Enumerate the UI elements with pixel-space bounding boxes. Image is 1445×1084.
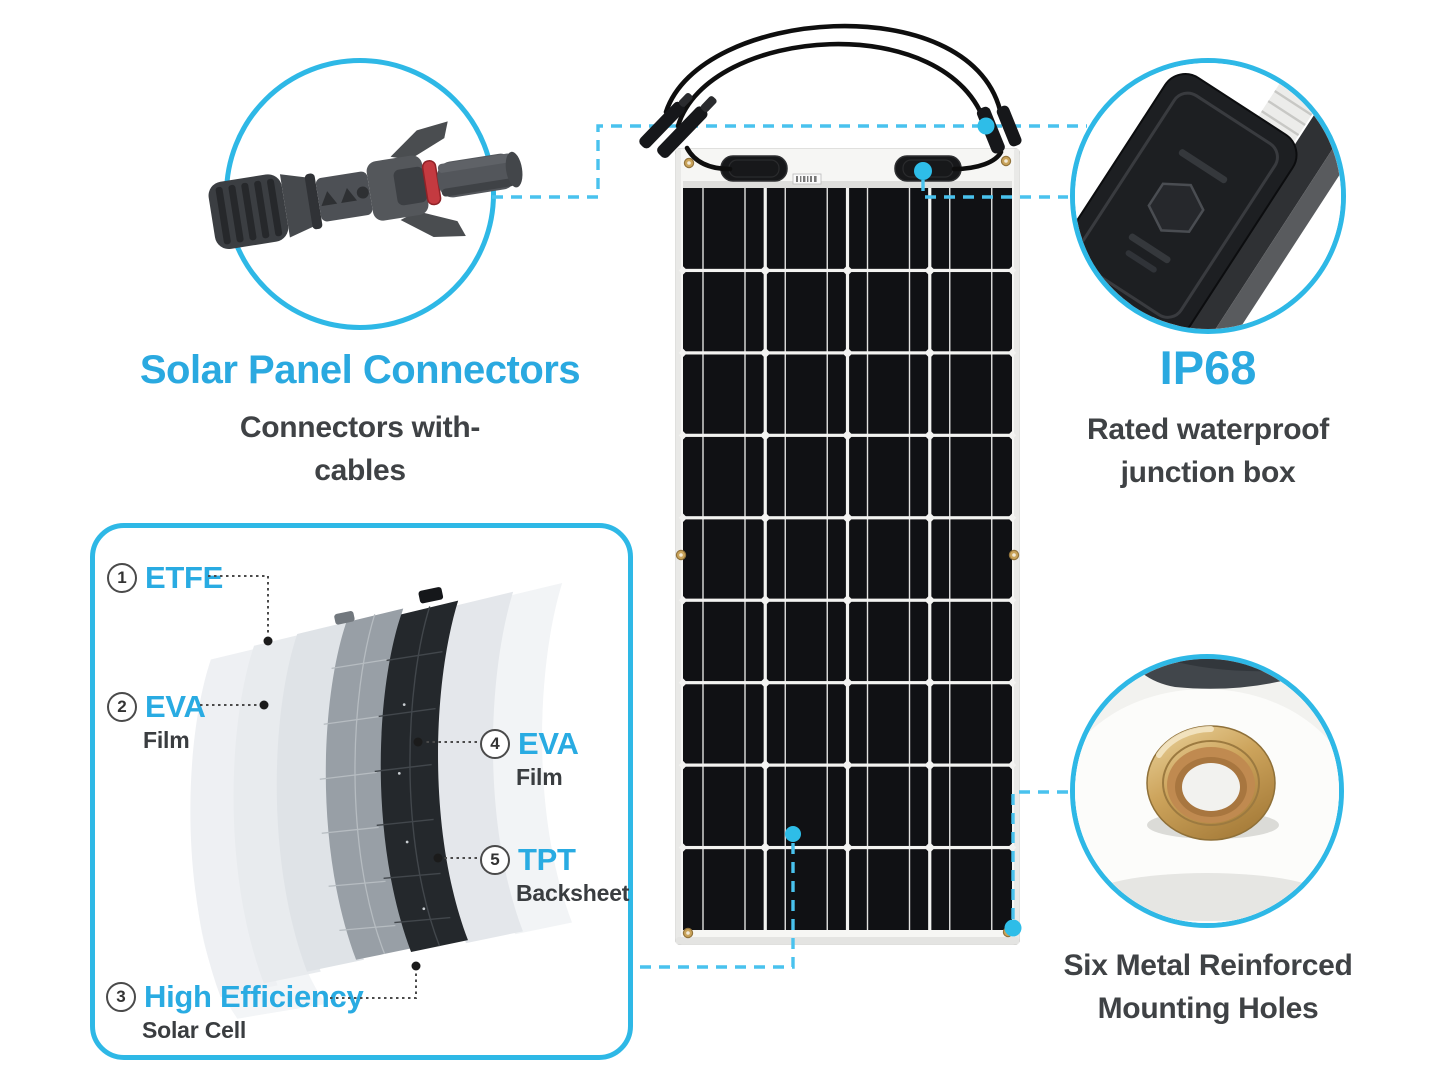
- layer-label-eva-front: 2 EVA Film: [107, 689, 206, 754]
- solar-panel-photo: [675, 148, 1020, 945]
- layer-label-etfe: 1 ETFE: [107, 560, 223, 596]
- leader-solar-cell: [330, 972, 417, 999]
- layer-stack-diagram: [190, 582, 573, 1019]
- callout-dots: [785, 117, 1022, 937]
- mounting-holes-caption: Six Metal Reinforced Mounting Holes: [1063, 949, 1353, 1025]
- dashed-line-junction-box: [921, 180, 1068, 199]
- dashed-line-layers: [635, 843, 795, 969]
- connectors-title: Solar Panel Connectors: [139, 348, 581, 392]
- layer-number-3: 3: [106, 982, 136, 1012]
- dashed-line-mounting-hole: [1011, 790, 1068, 920]
- junction-box-callout-circle: [1070, 58, 1346, 334]
- mc4-connector-photo: [208, 121, 523, 250]
- layer-label-tpt: 5 TPT Backsheet: [480, 842, 629, 907]
- layer-label-solar-cell: 3 High Efficiency Solar Cell: [106, 979, 364, 1044]
- grommet-callout-circle: [1070, 654, 1344, 928]
- leader-etfe: [208, 575, 269, 634]
- barcode-label: [792, 173, 822, 185]
- solar-cables: [663, 23, 1004, 172]
- layer-number-5: 5: [480, 845, 510, 875]
- ip68-subtitle: Rated waterproof junction box: [1087, 413, 1329, 489]
- leader-dots: [259, 636, 443, 971]
- layer-diagram-box: [90, 523, 633, 1060]
- layer-label-eva-back: 4 EVA Film: [480, 726, 579, 791]
- layer-number-4: 4: [480, 729, 510, 759]
- dashed-line-connectors: [492, 124, 1087, 199]
- connectors-subtitle: Connectors with- cables: [239, 411, 481, 487]
- layer-number-1: 1: [107, 563, 137, 593]
- grommet-photo: [1075, 659, 1339, 923]
- layer-number-2: 2: [107, 692, 137, 722]
- junction-box-photo: [1075, 63, 1341, 329]
- ip68-title: IP68: [1159, 341, 1257, 394]
